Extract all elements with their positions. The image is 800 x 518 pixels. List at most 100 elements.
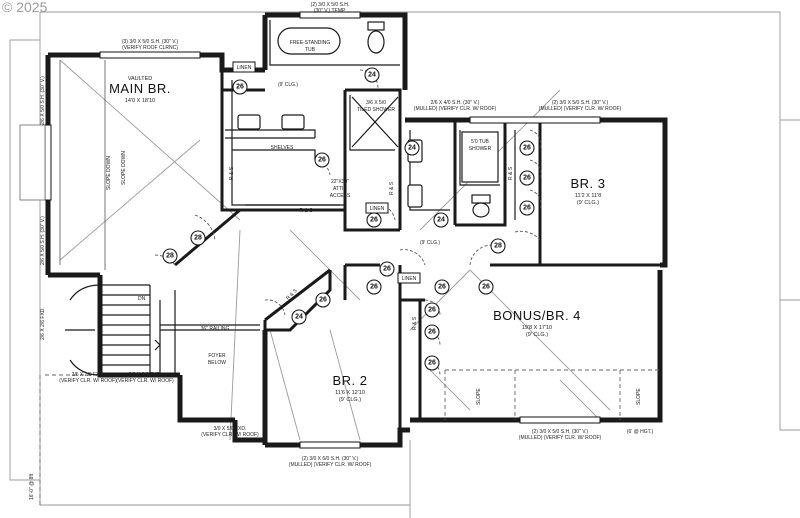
- svg-text:24: 24: [408, 145, 416, 152]
- window-label: 16'-0" @ 8ft: [29, 473, 35, 500]
- door-badge: 24: [433, 212, 449, 228]
- slope-down-a: SLOPE DOWN: [106, 156, 112, 190]
- interior-walls: [174, 70, 660, 430]
- rs-vert-c: R & S: [508, 166, 514, 180]
- door-badges: 26 24 26 24 26 24 28 28 28 26 26 26 26 2…: [162, 67, 535, 371]
- attic-size: 22"X30": [331, 179, 349, 185]
- svg-text:26: 26: [523, 145, 531, 152]
- door-badge: 26: [424, 355, 440, 371]
- svg-text:28: 28: [166, 253, 174, 260]
- window-label: (2) 3/0 X 5/0 S.H. (30" V.): [552, 100, 609, 106]
- svg-text:26: 26: [523, 175, 531, 182]
- svg-text:26: 26: [318, 157, 326, 164]
- window-label: (3) 3/0 X 5/0 S.H. (30" V.): [122, 39, 179, 45]
- door-badge: 28: [490, 238, 506, 254]
- door-badge: 26: [478, 279, 494, 295]
- door-badge: 28: [162, 248, 178, 264]
- slope-down-b: SLOPE DOWN: [121, 151, 127, 185]
- svg-text:26: 26: [370, 284, 378, 291]
- rs-vert-b: R & S: [389, 181, 395, 195]
- window-label: (MULLED) (VERIFY CLR. W/ ROOF): [289, 462, 372, 468]
- svg-text:26: 26: [438, 284, 446, 291]
- foyer-label: FOYER: [208, 353, 226, 359]
- exterior-walls: [45, 12, 668, 448]
- dn-label: DN: [138, 296, 146, 302]
- tiled-shower-size: 3/6 X 5/0: [366, 100, 386, 106]
- door-badge: 28: [190, 230, 206, 246]
- svg-text:26: 26: [319, 297, 327, 304]
- rs-vert-a: R & S: [229, 166, 235, 180]
- svg-text:24: 24: [437, 217, 445, 224]
- window-label: (2) 3/0 X 6/0 S.H. (30" V.): [302, 456, 359, 462]
- svg-text:24: 24: [368, 72, 376, 79]
- window-label: (VERIFY CLR. W/ ROOF): [116, 378, 174, 384]
- attic-label: ATTIC: [333, 186, 347, 192]
- window-label: (VERIFY CLR. W/ ROOF): [201, 432, 259, 438]
- watermark: © 2025: [2, 0, 48, 15]
- shelves-label: SHELVES: [271, 145, 294, 151]
- window-label: (VERIFY CLR. W/ ROOF): [59, 378, 117, 384]
- svg-text:26: 26: [236, 84, 244, 91]
- foyer-below: BELOW: [208, 360, 226, 366]
- annotations: FREE-STANDING TUB 3/6 X 5/0 TILED SHOWER…: [106, 40, 653, 435]
- svg-text:26: 26: [428, 360, 436, 367]
- bonus-clg: (9' CLG.): [526, 332, 548, 338]
- door-badge: 26: [519, 200, 535, 216]
- door-badge: 26: [424, 302, 440, 318]
- linen-labels: LINEN LINEN LINEN: [232, 61, 421, 284]
- linen-label: LINEN: [370, 206, 385, 212]
- br2-size: 11'6 X 12'10: [335, 390, 365, 396]
- window-label: 2/6 X 2/6 FXD.: [40, 307, 46, 340]
- room-labels: VAULTED MAIN BR. 14'0 X 18'10 BR. 3 11'2…: [109, 76, 605, 403]
- free-tub-label-2: TUB: [305, 47, 316, 53]
- svg-text:28: 28: [494, 243, 502, 250]
- door-badge: 24: [364, 67, 380, 83]
- main-br-title: MAIN BR.: [109, 81, 171, 96]
- br2-title: BR. 2: [332, 373, 367, 388]
- svg-text:26: 26: [482, 284, 490, 291]
- bonus-title: BONUS/BR. 4: [493, 308, 581, 323]
- br2-clg: (9' CLG.): [339, 397, 361, 403]
- window-label: (VERIFY ROOF CLRNC): [122, 45, 178, 51]
- window-label: 3/0 X 5/0 FXD.: [214, 426, 247, 432]
- linen-label: LINEN: [402, 276, 417, 282]
- staircase: [65, 284, 161, 376]
- window-label: 2/6 X 5/0 S.H. (30" V.): [40, 76, 46, 125]
- br3-size: 11'2 X 11'8: [575, 193, 601, 199]
- window-label: (MULLED) (VERIFY CLR. W/ ROOF): [519, 435, 602, 441]
- window-label: (30" V.) TEMP.: [314, 8, 346, 14]
- door-badge: 26: [434, 279, 450, 295]
- door-badge: 24: [291, 309, 307, 325]
- window-label: (2) 3/0 X 5/0 S.H. (30" V.): [532, 429, 589, 435]
- door-badge: 26: [315, 292, 331, 308]
- slope-a: SLOPE: [476, 388, 482, 405]
- freestanding-tub: [277, 27, 341, 55]
- main-br-size: 14'0 X 18'10: [125, 98, 155, 104]
- br3-title: BR. 3: [570, 176, 605, 191]
- door-badge: 26: [519, 140, 535, 156]
- tiled-shower-label: TILED SHOWER: [357, 107, 395, 113]
- bonus-size: 19'8 X 17'10: [522, 325, 552, 331]
- linen-label: LINEN: [237, 65, 252, 71]
- tub-shower-label: SHOWER: [469, 146, 492, 152]
- svg-text:26: 26: [428, 307, 436, 314]
- window-label: 2/6 X 5/0 S.H. (30" V.): [40, 216, 46, 265]
- svg-text:24: 24: [295, 314, 303, 321]
- railing-label: 36" RAILING: [201, 326, 230, 332]
- svg-text:26: 26: [383, 266, 391, 273]
- svg-text:26: 26: [428, 329, 436, 336]
- door-badge: 26: [366, 279, 382, 295]
- door-badge: 26: [232, 79, 248, 95]
- window-label: (2) 3/0 X 5/0 S.H.: [311, 2, 350, 8]
- window-label: 2/6 X 4/0 S.H. (30" V.): [431, 100, 480, 106]
- rs-label: R & S: [299, 208, 313, 214]
- window-label: (MULLED) (VERIFY CLR. W/ ROOF): [414, 106, 497, 112]
- free-tub-label: FREE-STANDING: [290, 40, 331, 46]
- slope-b: SLOPE: [636, 388, 642, 405]
- door-badge: 26: [424, 324, 440, 340]
- door-badge: 26: [519, 170, 535, 186]
- tub-shower-size: 5'0 TUB: [471, 139, 489, 145]
- br3-clg: (9' CLG.): [577, 200, 599, 206]
- svg-text:28: 28: [194, 235, 202, 242]
